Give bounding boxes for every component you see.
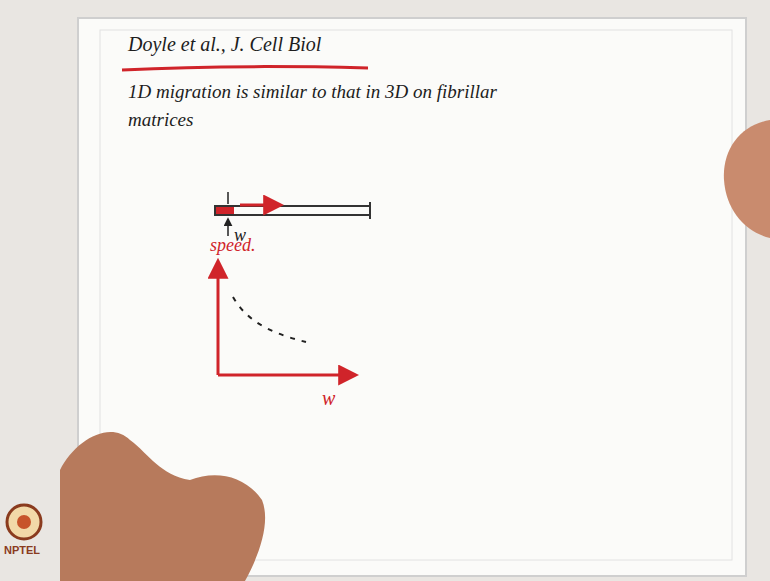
axis-label: w: [322, 384, 335, 413]
fiber-end: [369, 202, 371, 219]
hand: [60, 432, 265, 581]
fiber: [215, 206, 370, 215]
note: 1D migration is similar to that in 3D on…: [128, 78, 528, 133]
width-tick: [227, 192, 229, 204]
logo-circle: [7, 505, 41, 539]
hand: [724, 120, 770, 238]
axis-label: speed.: [210, 232, 255, 258]
underline: [122, 67, 368, 70]
width-arrow: [227, 219, 229, 236]
cell: [216, 207, 234, 214]
logo-core: [17, 515, 31, 529]
logo-text: NPTEL: [4, 543, 40, 559]
motion-arrow: [240, 204, 280, 207]
heading: Doyle et al., J. Cell Biol: [128, 30, 321, 59]
trend-curve: [233, 297, 306, 342]
x-axis: [218, 374, 355, 377]
y-axis: [217, 262, 220, 375]
